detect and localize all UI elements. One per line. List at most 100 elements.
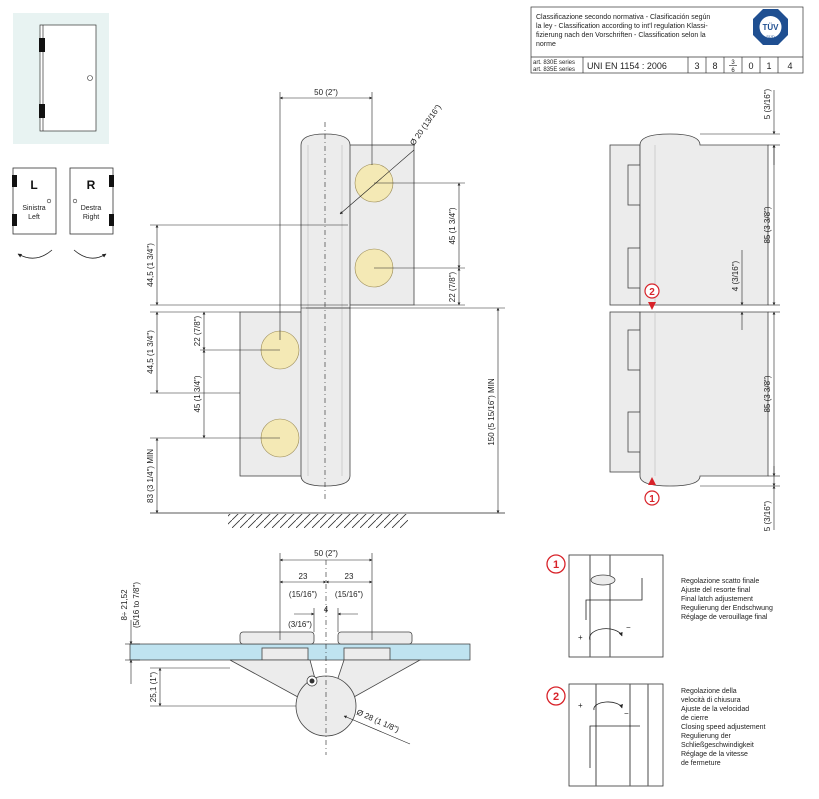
marker-1-label: 1 xyxy=(649,494,655,505)
dim-front-width: 50 (2") xyxy=(314,88,338,97)
dim-side-bottom: 5 (3/16") xyxy=(763,500,772,531)
tuv-badge-icon: TÜV SÜD xyxy=(753,9,788,45)
front-view: 50 (2") Ø 20 (13/16") 45 (1 3/4") 22 (7/… xyxy=(146,88,505,528)
dim-hole-diameter: Ø 20 (13/16") xyxy=(408,103,443,148)
tuv-badge-sub: SÜD xyxy=(766,34,775,39)
clamp-left xyxy=(239,631,315,645)
side-lower-barrel xyxy=(639,311,769,487)
svg-text:−: − xyxy=(626,623,631,632)
door-right-icon: R Destra Right xyxy=(69,167,114,259)
swing-right-arrow-icon xyxy=(73,249,107,259)
tuv-badge-text: TÜV xyxy=(763,23,780,32)
classification-line-4: norme xyxy=(536,41,556,48)
class-fraction-top: 3 xyxy=(731,60,735,66)
step-2-line-7: Schließgeschwindigkeit xyxy=(681,742,754,749)
svg-text:+: + xyxy=(578,701,583,710)
door-handle-icon xyxy=(87,75,93,81)
step-2-line-1: Regolazione della xyxy=(681,688,737,695)
classification-line-1: Classificazione secondo normativa - Clas… xyxy=(536,14,710,21)
classification-line-3: fizierung nach den Vorschriften - Classi… xyxy=(536,32,706,39)
door-right-line2: Right xyxy=(83,214,99,221)
door-right-line1: Destra xyxy=(81,205,102,212)
step-1-line-5: Réglage de verouillage final xyxy=(681,614,768,621)
class-cell-1: 3 xyxy=(694,61,699,71)
swing-left-arrow-icon xyxy=(17,249,53,259)
dim-top-left-mm: 23 xyxy=(299,572,308,581)
instruction-panel-1: 1 − + Regolazione scatto finale Ajuste d… xyxy=(546,554,773,658)
class-cell-4: 1 xyxy=(766,61,771,71)
door-thumbnail xyxy=(13,13,109,144)
floor-hatch xyxy=(228,514,408,528)
dim-upper-bottom: 22 (7/8") xyxy=(448,271,457,302)
door-outline xyxy=(39,24,97,132)
dim-top-width: 50 (2") xyxy=(314,549,338,558)
hex-key-2-icon xyxy=(589,725,640,768)
svg-text:−: − xyxy=(624,709,629,718)
step-2-badge xyxy=(546,686,566,706)
dim-top-gap-in: (3/16") xyxy=(288,620,312,629)
marker-2-label: 2 xyxy=(649,287,655,298)
marker-1-arrow-icon xyxy=(648,477,656,485)
step-2-line-5: Closing speed adjustement xyxy=(681,724,765,731)
clamp-right xyxy=(337,631,413,645)
step-2-line-2: velocità di chiusura xyxy=(681,697,741,704)
step-1-line-4: Regulierung der Endschwung xyxy=(681,605,773,612)
step-1-number: 1 xyxy=(553,559,559,571)
step-2-line-9: de fermeture xyxy=(681,760,721,767)
step-1-line-3: Final latch adjustement xyxy=(681,596,753,603)
dim-glass-mm: 8÷ 21,52 xyxy=(120,589,129,621)
dim-left-upper: 44,5 (1 3/4") xyxy=(146,243,155,287)
door-left-icon: L Sinistra Left xyxy=(12,167,57,259)
marker-2-arrow-icon xyxy=(648,302,656,310)
rotate-arrow-icon xyxy=(589,628,623,641)
dim-side-gap-a: 4 (3/16") xyxy=(731,260,740,291)
hinge-barrel xyxy=(300,133,351,487)
class-cell-3: 0 xyxy=(748,61,753,71)
step-2-number: 2 xyxy=(553,691,559,703)
step-2-line-3: Ajuste de la velocidad xyxy=(681,706,749,713)
instruction-panel-2: 2 + − Regolazione della velocità di chiu… xyxy=(546,683,765,787)
door-right-letter: R xyxy=(87,178,96,192)
classification-line-2: la ley - Classification according to int… xyxy=(536,23,708,30)
hinge-bottom-icon xyxy=(39,104,45,118)
dim-upper-spacing: 45 (1 3/4") xyxy=(448,207,457,244)
dim-top-left-in: (15/16") xyxy=(289,590,318,599)
marker-1-circle xyxy=(644,490,660,506)
step-2-line-4: de cierre xyxy=(681,715,708,722)
classification-box: Classificazione secondo normativa - Clas… xyxy=(530,6,804,74)
side-view: 5 (3/16") 85 (3 3/8") 4 (3/16") 85 (3 3/… xyxy=(609,88,780,531)
marker-2-circle xyxy=(644,283,660,299)
dim-top-right-mm: 23 xyxy=(345,572,354,581)
step-1-badge xyxy=(546,554,566,574)
dim-side-upper: 85 (3 3/8") xyxy=(763,206,772,243)
svg-text:+: + xyxy=(578,633,583,642)
dim-left-22: 22 (7/8") xyxy=(193,315,202,346)
door-left-letter: L xyxy=(30,178,37,192)
step-1-line-2: Ajuste del resorte final xyxy=(681,587,751,594)
dim-top-right-in: (15/16") xyxy=(335,590,364,599)
step-1-line-1: Regolazione scatto finale xyxy=(681,578,759,585)
dim-top-gap-mm: 4 xyxy=(324,605,329,614)
dim-left-lower: 44,5 (1 3/4") xyxy=(146,330,155,374)
rotate-arrow-2-icon xyxy=(593,701,623,711)
dim-side-lower: 85 (3 3/8") xyxy=(763,375,772,412)
hinge-top-icon xyxy=(39,38,45,52)
dim-side-top: 5 (3/16") xyxy=(763,88,772,119)
class-fraction-bottom: 6 xyxy=(731,68,735,74)
dim-glass-in: (5/16 to 7/8") xyxy=(132,582,141,628)
dim-left-min: 83 (3 1/4") MIN xyxy=(146,449,155,503)
dim-depth: 25,1 (1") xyxy=(149,671,158,702)
standard-label: UNI EN 1154 : 2006 xyxy=(587,61,667,71)
dim-right-min: 150 (5 15/16") MIN xyxy=(487,378,496,446)
dim-left-45: 45 (1 3/4") xyxy=(193,375,202,412)
door-left-line2: Left xyxy=(28,214,40,221)
door-left-line1: Sinistra xyxy=(22,205,45,212)
step-2-line-6: Regulierung der xyxy=(681,733,731,740)
step-2-line-8: Réglage de la vitesse xyxy=(681,751,748,758)
series-835e: art. 835E series xyxy=(533,67,575,73)
top-view: 50 (2") 23 (15/16") 23 (15/16") 4 (3/16"… xyxy=(120,549,471,755)
side-upper-barrel xyxy=(639,133,769,306)
series-830e: art. 830E series xyxy=(533,60,575,66)
class-cell-2: 8 xyxy=(712,61,717,71)
